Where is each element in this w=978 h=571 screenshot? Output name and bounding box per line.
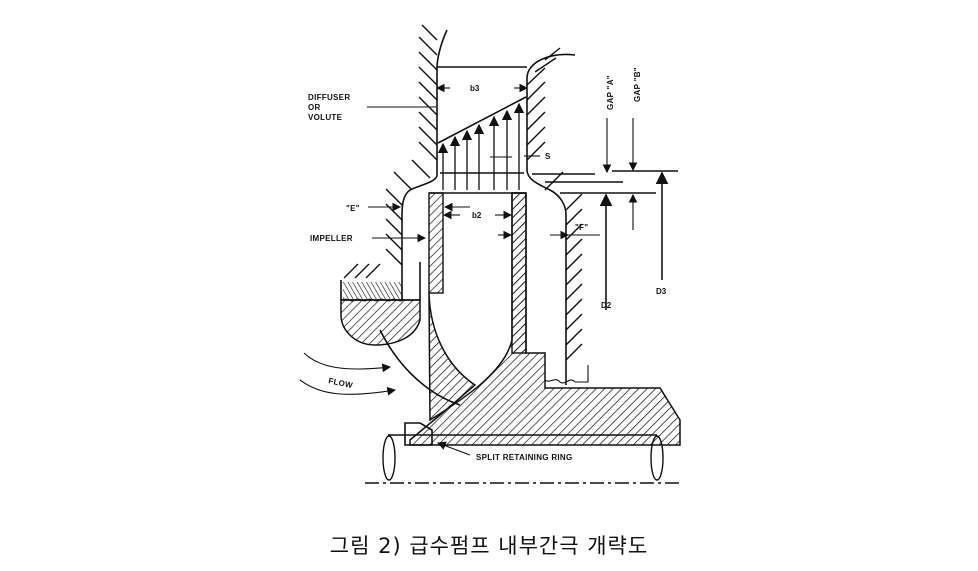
label-b3: b3 [470, 84, 480, 93]
svg-text:DIFFUSER: DIFFUSER [308, 93, 350, 102]
label-d2: D2 [601, 301, 612, 310]
flow-arrows: FLOW [299, 352, 397, 396]
label-flow: FLOW [328, 376, 354, 390]
label-s: S [545, 152, 551, 161]
velocity-profile: S [437, 96, 551, 190]
label-impeller: IMPELLER [310, 233, 427, 243]
gap-e-dimension: "E" [346, 202, 470, 213]
svg-text:GAP "B": GAP "B" [633, 67, 642, 102]
label-b2: b2 [472, 211, 482, 220]
svg-text:VOLUTE: VOLUTE [308, 113, 343, 122]
figure-caption: 그림 2) 급수펌프 내부간극 개략도 [329, 534, 649, 558]
gap-a-dimension: GAP "A" D2 [599, 75, 615, 310]
svg-text:OR: OR [308, 103, 321, 112]
impeller [379, 192, 681, 446]
gap-b-dimension: GAP "B" [628, 67, 642, 230]
dimension-d3: D3 [655, 171, 669, 296]
diffuser-casing-right [526, 47, 583, 385]
svg-text:IMPELLER: IMPELLER [310, 234, 353, 243]
svg-text:GAP "A": GAP "A" [606, 75, 615, 110]
wear-ring-pocket [340, 262, 421, 346]
svg-text:"F": "F" [575, 223, 588, 232]
label-split-retaining-ring: SPLIT RETAINING RING [436, 441, 573, 462]
svg-text:"E": "E" [346, 204, 360, 213]
pump-clearance-diagram: b3 S DIFFUSER OR VOLUTE [299, 24, 682, 484]
gap-f-dimension: "F" [498, 223, 600, 240]
label-d3: D3 [656, 287, 667, 296]
dimension-b3: b3 [435, 83, 529, 93]
label-diffuser: DIFFUSER OR VOLUTE [308, 93, 436, 122]
shaft [365, 422, 682, 484]
svg-text:SPLIT RETAINING RING: SPLIT RETAINING RING [476, 453, 573, 462]
dimension-b2: b2 [442, 210, 513, 220]
gap-reference-lines [532, 170, 678, 194]
